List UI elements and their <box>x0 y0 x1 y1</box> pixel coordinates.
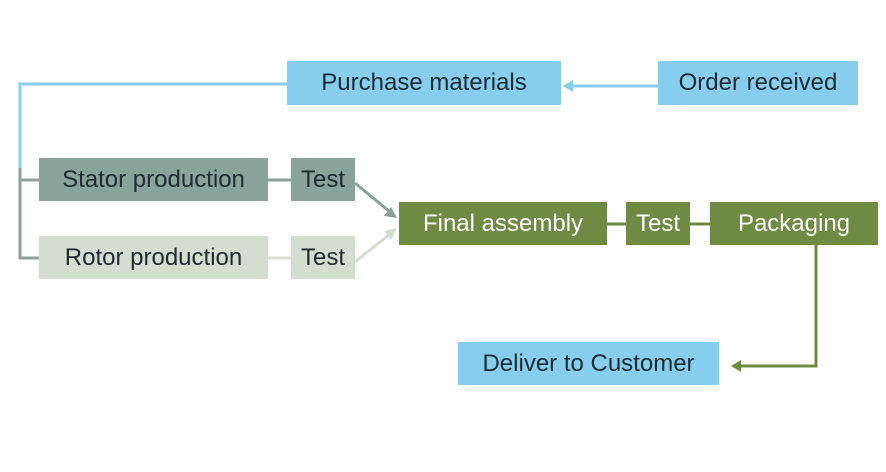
node-stator-test: Test <box>291 158 355 201</box>
node-final-assembly: Final assembly <box>399 202 607 245</box>
arrowhead-rotor-final <box>384 228 397 240</box>
arrowhead-purchase <box>563 80 573 92</box>
node-packaging: Packaging <box>710 202 878 245</box>
arrow-rotor-to-final <box>354 232 391 264</box>
arrowhead-stator-final <box>384 207 397 218</box>
branch-line-purchase <box>18 82 287 170</box>
node-rotor-production: Rotor production <box>39 236 268 279</box>
node-deliver-to-customer: Deliver to Customer <box>458 342 719 385</box>
node-purchase-materials: Purchase materials <box>287 61 561 105</box>
branch-line-rotor <box>18 180 39 260</box>
arrow-stator-to-final <box>354 181 391 214</box>
node-order-received: Order received <box>658 61 858 105</box>
node-rotor-test: Test <box>291 236 355 279</box>
node-stator-production: Stator production <box>39 158 268 201</box>
arrow-packaging-to-deliver <box>740 245 818 368</box>
arrowhead-deliver <box>731 360 741 372</box>
branch-line-stator <box>18 168 39 182</box>
node-final-test: Test <box>626 202 690 245</box>
